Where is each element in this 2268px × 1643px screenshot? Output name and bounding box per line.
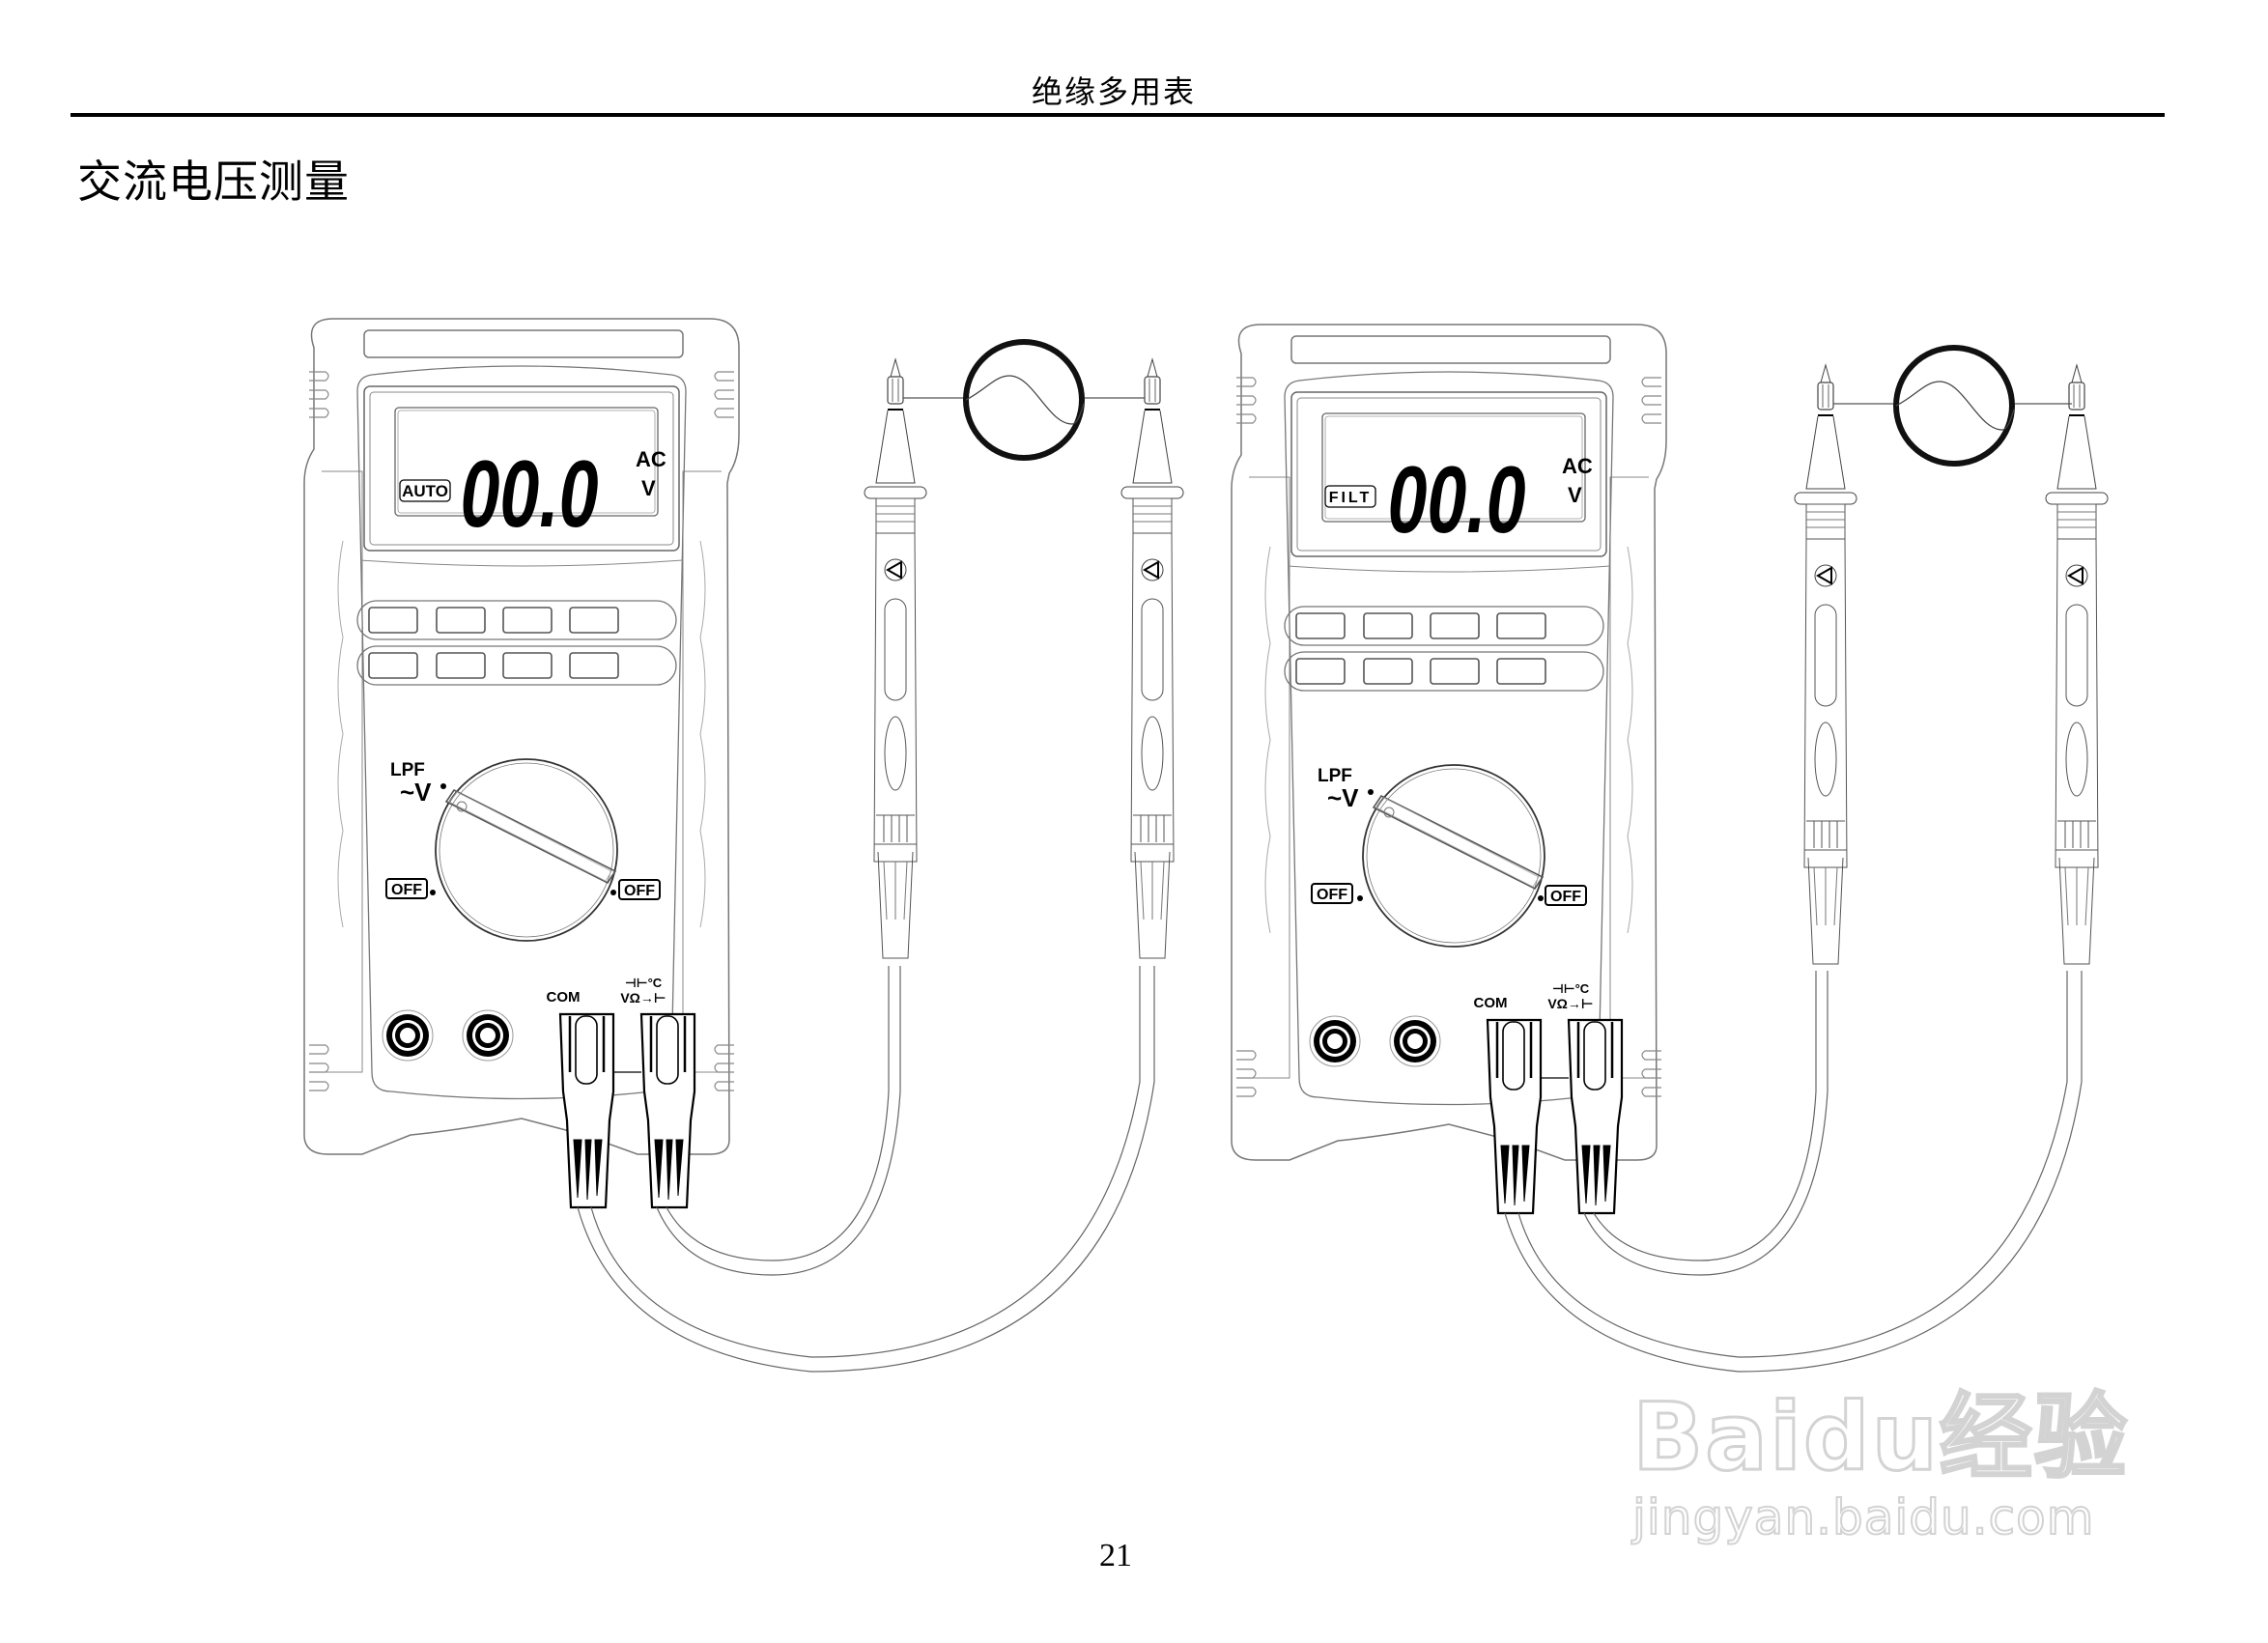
test-probe-right-2 [2045, 364, 2109, 965]
dial-off-right: OFF [624, 883, 655, 899]
section-title: 交流电压测量 [77, 156, 350, 208]
dial-label-lpf: LPF [390, 760, 425, 780]
dial-label-lpf: LPF [1318, 766, 1352, 786]
mode-tag-box [399, 479, 451, 502]
lcd-reading: 00.0 [1387, 448, 1525, 553]
test-probe-right-1 [1794, 364, 1857, 965]
mode-tag-box [1324, 485, 1376, 508]
lcd-right: FILT 00.0 AC V LPF ~V OFF OFF COM ⊣⊢°C V… [1311, 448, 1594, 1011]
watermark-url: jingyan.baidu.com [1631, 1488, 2095, 1546]
lcd-reading: 00.0 [460, 442, 598, 548]
unit-ac: AC [636, 447, 666, 471]
left-figure [304, 319, 1184, 1373]
right-figure [1232, 325, 2109, 1373]
jack-label-v-ohm-diode: VΩ→⊢ [1547, 996, 1593, 1011]
unit-v: V [1568, 483, 1582, 507]
unit-v: V [641, 476, 656, 500]
baidu-watermark: Baidu经验 jingyan.baidu.com [1631, 1383, 2129, 1547]
jack-label-v-ohm-diode: VΩ→⊢ [620, 990, 666, 1006]
lcd-left: AUTO 00.0 AC V LPF ~V OFF OFF COM ⊣⊢°C V… [385, 442, 666, 1006]
mode-tag: AUTO [402, 482, 448, 500]
jack-label-com: COM [1474, 995, 1508, 1011]
dial-off-left: OFF [391, 882, 422, 898]
running-header: 绝缘多用表 [1032, 73, 1197, 110]
mode-tag: FILT [1329, 490, 1373, 506]
test-probe-left-2 [1120, 358, 1184, 959]
dial-off-right: OFF [1550, 889, 1581, 905]
dial-off-left: OFF [1317, 887, 1347, 903]
page-number: 21 [1099, 1538, 1132, 1573]
ac-source-icon [966, 342, 1084, 458]
test-leads-right [1504, 971, 2083, 1373]
ac-source-icon [1896, 348, 2014, 464]
jack-label-com: COM [547, 989, 581, 1006]
jack-label-cap-temp: ⊣⊢°C [625, 976, 663, 990]
test-probe-left-1 [864, 358, 927, 959]
jack-label-cap-temp: ⊣⊢°C [1552, 981, 1590, 996]
test-leads-left [577, 966, 1155, 1373]
header-rule [71, 113, 2165, 117]
watermark-logo: Baidu经验 [1631, 1383, 2129, 1491]
dial-label-acv: ~V [400, 778, 432, 807]
unit-ac: AC [1562, 454, 1593, 478]
dial-label-acv: ~V [1327, 783, 1359, 812]
